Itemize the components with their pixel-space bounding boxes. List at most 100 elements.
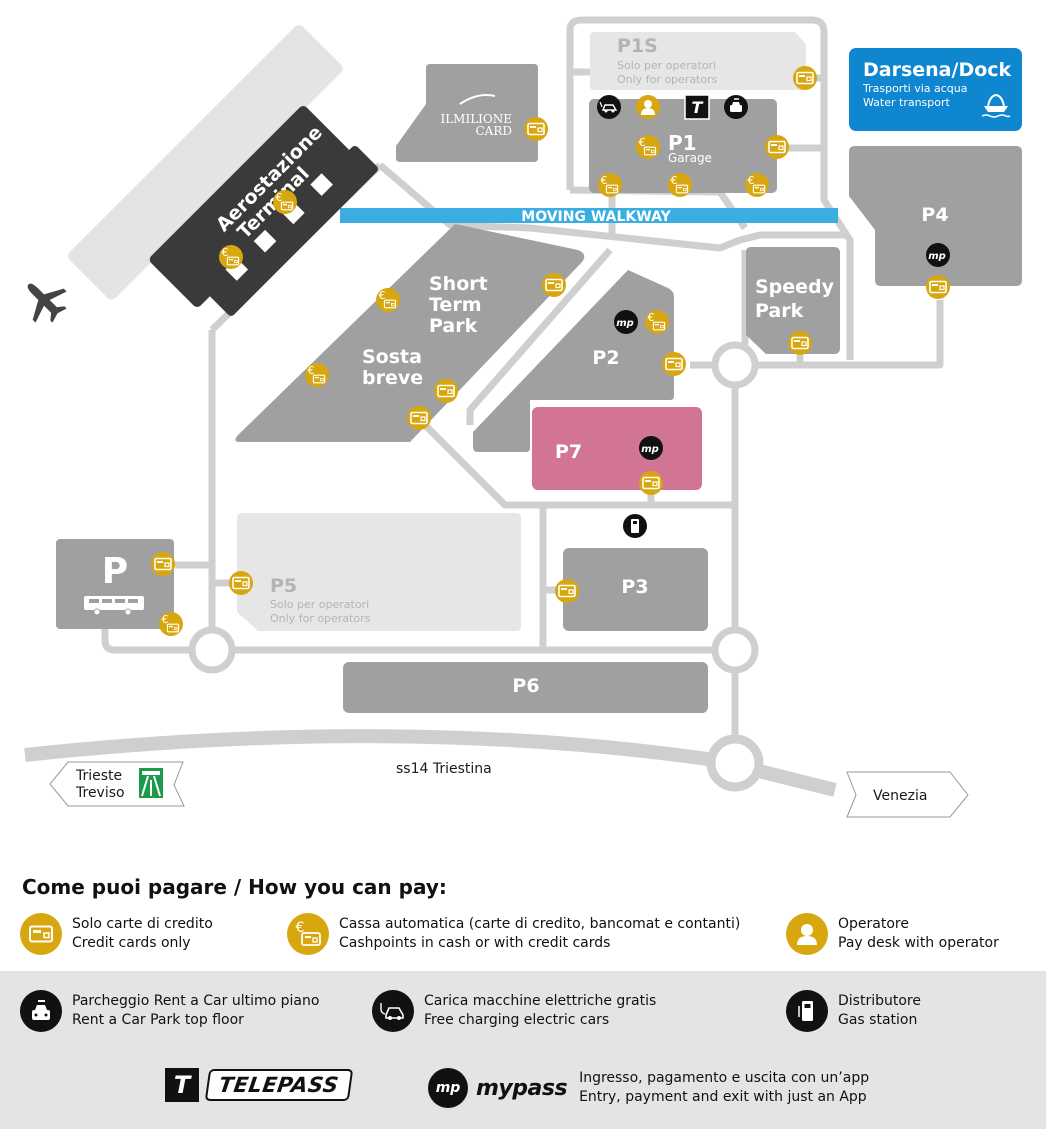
cashpoint-icon [376, 288, 400, 312]
gas-station-icon [623, 514, 647, 538]
credit-card-icon [542, 273, 566, 297]
motorway-icon [139, 768, 163, 798]
p2-name: P2 [592, 347, 619, 369]
ev-charging-icon [372, 990, 414, 1032]
p1s-line2: Only for operators [617, 73, 718, 86]
credit-card-icon [407, 406, 431, 430]
p4-name: P4 [921, 204, 948, 226]
boat-icon [981, 93, 1011, 118]
credit-card-icon [151, 552, 175, 576]
p5-line2: Only for operators [270, 612, 371, 625]
telepass-badge: T [692, 98, 704, 117]
lot-p1s[interactable]: P1S Solo per operatori Only for operator… [590, 32, 806, 90]
bus-lot-name: P [102, 551, 128, 592]
sosta-line1: Sosta [362, 346, 422, 368]
sign-left-line1: Trieste [75, 768, 122, 784]
dock-line2: Water transport [863, 96, 951, 109]
legend-gas-station-en: Gas station [838, 1012, 918, 1028]
operator-icon [786, 913, 828, 955]
credit-card-icon [524, 117, 548, 141]
rent-a-car-icon [724, 95, 748, 119]
cashpoint-icon: € [287, 913, 329, 955]
p1-sub: Garage [668, 151, 712, 165]
credit-card-icon [662, 352, 686, 376]
legend-rent-a-car-it: Parcheggio Rent a Car ultimo piano [72, 993, 320, 1009]
legend-credit-card-it: Solo carte di credito [72, 916, 213, 932]
cashpoint-icon [305, 363, 329, 387]
sign-right-label: Venezia [873, 788, 927, 804]
legend-cashpoint-it: Cassa automatica (carte di credito, banc… [339, 916, 741, 932]
runway-apron [68, 25, 343, 300]
bus-icon [84, 596, 144, 616]
mypass-icon: mp [428, 1068, 468, 1108]
cashpoint-icon [598, 173, 622, 197]
lot-p7[interactable]: P7 [532, 407, 702, 490]
lot-p3[interactable]: P3 [563, 548, 708, 631]
credit-card-icon [765, 135, 789, 159]
gas-station-icon [786, 990, 828, 1032]
legend-operator-en: Pay desk with operator [838, 935, 999, 951]
lot-p5[interactable]: P5 Solo per operatori Only for operators [237, 513, 521, 631]
credit-card-icon [20, 913, 62, 955]
credit-card-icon [639, 471, 663, 495]
lot-speedy-park[interactable]: Speedy Park [746, 247, 840, 354]
short-term-line1: Short [429, 273, 488, 295]
moving-walkway: MOVING WALKWAY [340, 208, 838, 225]
lot-ilmilione-card[interactable]: ILMILIONE CARD [396, 64, 538, 162]
lot-p6[interactable]: P6 [343, 662, 708, 713]
terminal-building[interactable]: Aerostazione Terminal [148, 98, 380, 330]
mypass-legend: mp mypass Ingresso, pagamento e uscita c… [428, 1068, 869, 1108]
moving-walkway-label: MOVING WALKWAY [521, 209, 671, 225]
p1s-line1: Solo per operatori [617, 59, 716, 72]
svg-text:€: € [296, 920, 305, 936]
mypass-wordmark: mypass [476, 1075, 568, 1101]
lot-short-term-park[interactable]: Short Term Park Sosta breve [235, 224, 585, 442]
speedy-line2: Park [755, 300, 804, 322]
speedy-line1: Speedy [755, 276, 835, 298]
telepass-badge-icon: T [165, 1068, 199, 1102]
dock-line1: Trasporti via acqua [862, 82, 967, 95]
credit-card-icon [793, 66, 817, 90]
airplane-icon [27, 283, 67, 323]
sign-trieste-treviso: Trieste Treviso [49, 761, 185, 807]
legend-operator-it: Operatore [838, 916, 909, 932]
road-network [24, 16, 944, 797]
telepass-logo: T TELEPASS [165, 1068, 353, 1102]
mypass-en: Entry, payment and exit with just an App [579, 1089, 867, 1105]
ilmilione-label-1: ILMILIONE [440, 112, 512, 126]
credit-card-icon [229, 571, 253, 595]
credit-card-icon [788, 331, 812, 355]
legend-services-band [0, 971, 1046, 1129]
dock-water-transport[interactable]: Darsena/Dock Trasporti via acqua Water t… [849, 48, 1022, 131]
p6-name: P6 [512, 675, 539, 697]
ilmilione-label-2: CARD [475, 124, 512, 138]
legend-ev-charging-en: Free charging electric cars [424, 1012, 610, 1028]
telepass-icon: T [684, 94, 710, 120]
lot-bus-parking[interactable]: P [56, 539, 174, 629]
credit-card-icon [555, 579, 579, 603]
short-term-line2: Term [429, 294, 482, 316]
lot-p4[interactable]: P4 [849, 146, 1022, 286]
road-name: ss14 Triestina [396, 761, 492, 777]
legend-cashpoint-en: Cashpoints in cash or with credit cards [339, 935, 611, 951]
telepass-wordmark: TELEPASS [204, 1069, 353, 1101]
p1s-name: P1S [617, 35, 658, 57]
sign-left-line2: Treviso [75, 785, 125, 801]
p7-name: P7 [555, 441, 582, 463]
cashpoint-icon [636, 135, 660, 159]
cashpoint-icon [219, 245, 243, 269]
lot-p1-garage[interactable]: P1 Garage [589, 99, 777, 193]
sign-venezia: Venezia [846, 771, 969, 818]
credit-card-icon [926, 275, 950, 299]
mypass-icon [639, 436, 663, 460]
ev-charging-icon [597, 95, 621, 119]
airport-parking-map: € mp [24, 16, 1022, 818]
p5-line1: Solo per operatori [270, 598, 369, 611]
operator-icon [636, 95, 660, 119]
mypass-it: Ingresso, pagamento e uscita con un’app [579, 1070, 870, 1086]
